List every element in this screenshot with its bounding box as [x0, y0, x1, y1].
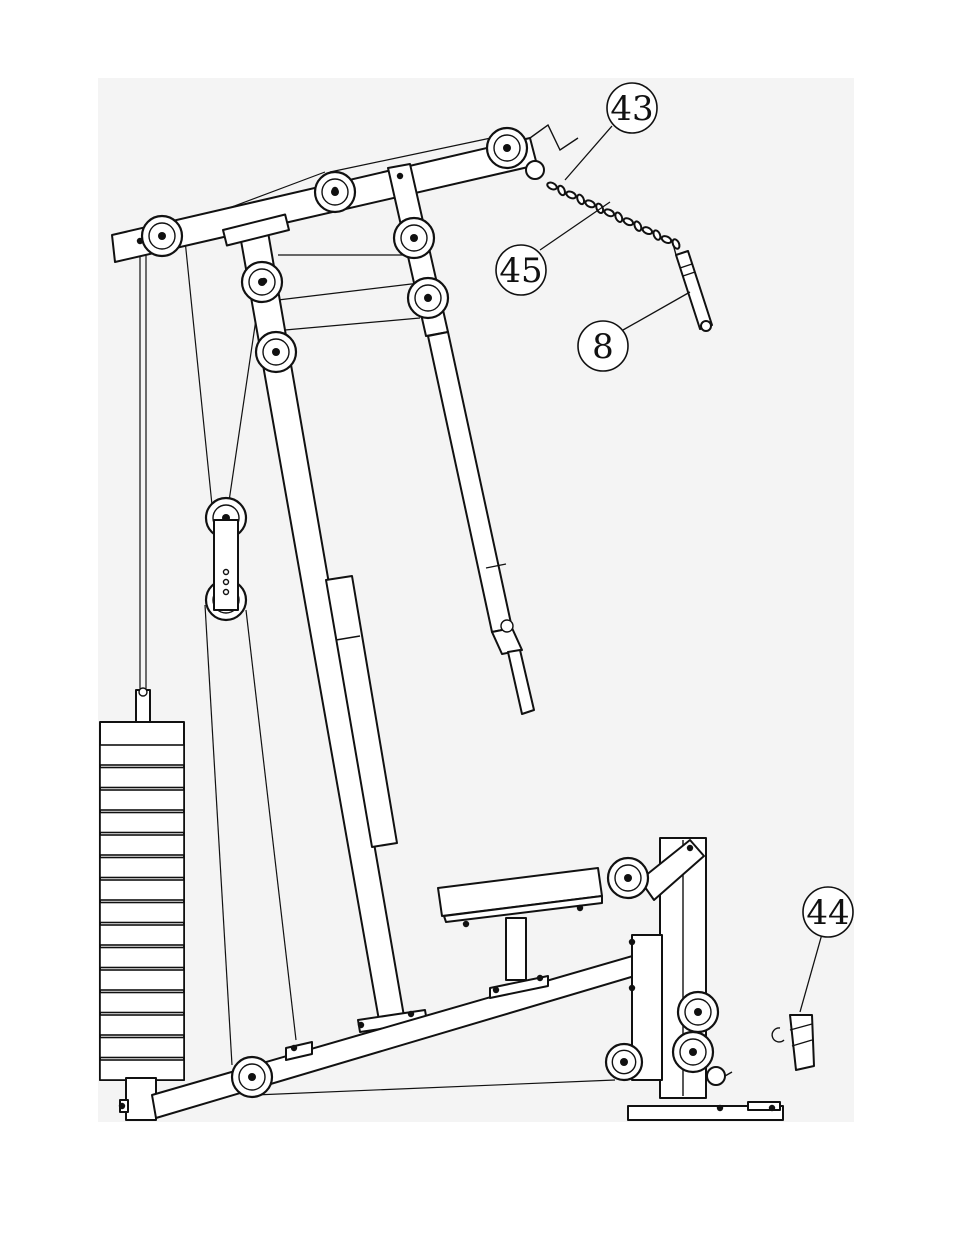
bolt — [537, 975, 543, 981]
bolt — [137, 238, 143, 244]
bolt — [119, 1103, 125, 1109]
pulley — [394, 218, 434, 258]
callout-45-label: 45 — [499, 251, 542, 291]
weight-plate — [100, 1038, 184, 1058]
pulley — [256, 332, 296, 372]
weight-plate — [100, 1015, 184, 1035]
pulley — [606, 1044, 642, 1080]
bolt — [249, 1074, 255, 1080]
weight-stack — [100, 688, 184, 1120]
bolt — [358, 1022, 364, 1028]
bolt — [261, 278, 267, 284]
bolt — [504, 145, 510, 151]
bolt — [332, 187, 338, 193]
pulley — [678, 992, 718, 1032]
pulley — [608, 858, 648, 898]
bolt — [291, 1045, 297, 1051]
bolt — [463, 921, 469, 927]
weight-plate — [100, 835, 184, 855]
weight-plate — [100, 903, 184, 923]
callout-8-label: 8 — [592, 327, 614, 367]
bolt — [629, 985, 635, 991]
bolt — [687, 845, 693, 851]
pulley — [673, 1032, 713, 1072]
bolt — [425, 294, 431, 300]
weight-plate — [100, 993, 184, 1013]
callout-44-label: 44 — [806, 893, 849, 933]
bolt — [493, 987, 499, 993]
pulley — [142, 216, 182, 256]
bolt — [769, 1105, 775, 1111]
bolt — [717, 1105, 723, 1111]
bolt — [629, 939, 635, 945]
weight-plate — [100, 813, 184, 833]
weight-plate — [100, 925, 184, 945]
bolt — [408, 1011, 414, 1017]
weight-plate — [100, 880, 184, 900]
weight-plate — [100, 768, 184, 788]
bolt — [397, 173, 403, 179]
pulley-bracket — [214, 520, 238, 610]
weight-plate — [100, 745, 184, 765]
bolt — [577, 905, 583, 911]
weight-plate — [100, 970, 184, 990]
weight-plate — [100, 790, 184, 810]
callout-43-label: 43 — [610, 89, 653, 129]
weight-plate — [100, 858, 184, 878]
weight-plate — [100, 948, 184, 968]
